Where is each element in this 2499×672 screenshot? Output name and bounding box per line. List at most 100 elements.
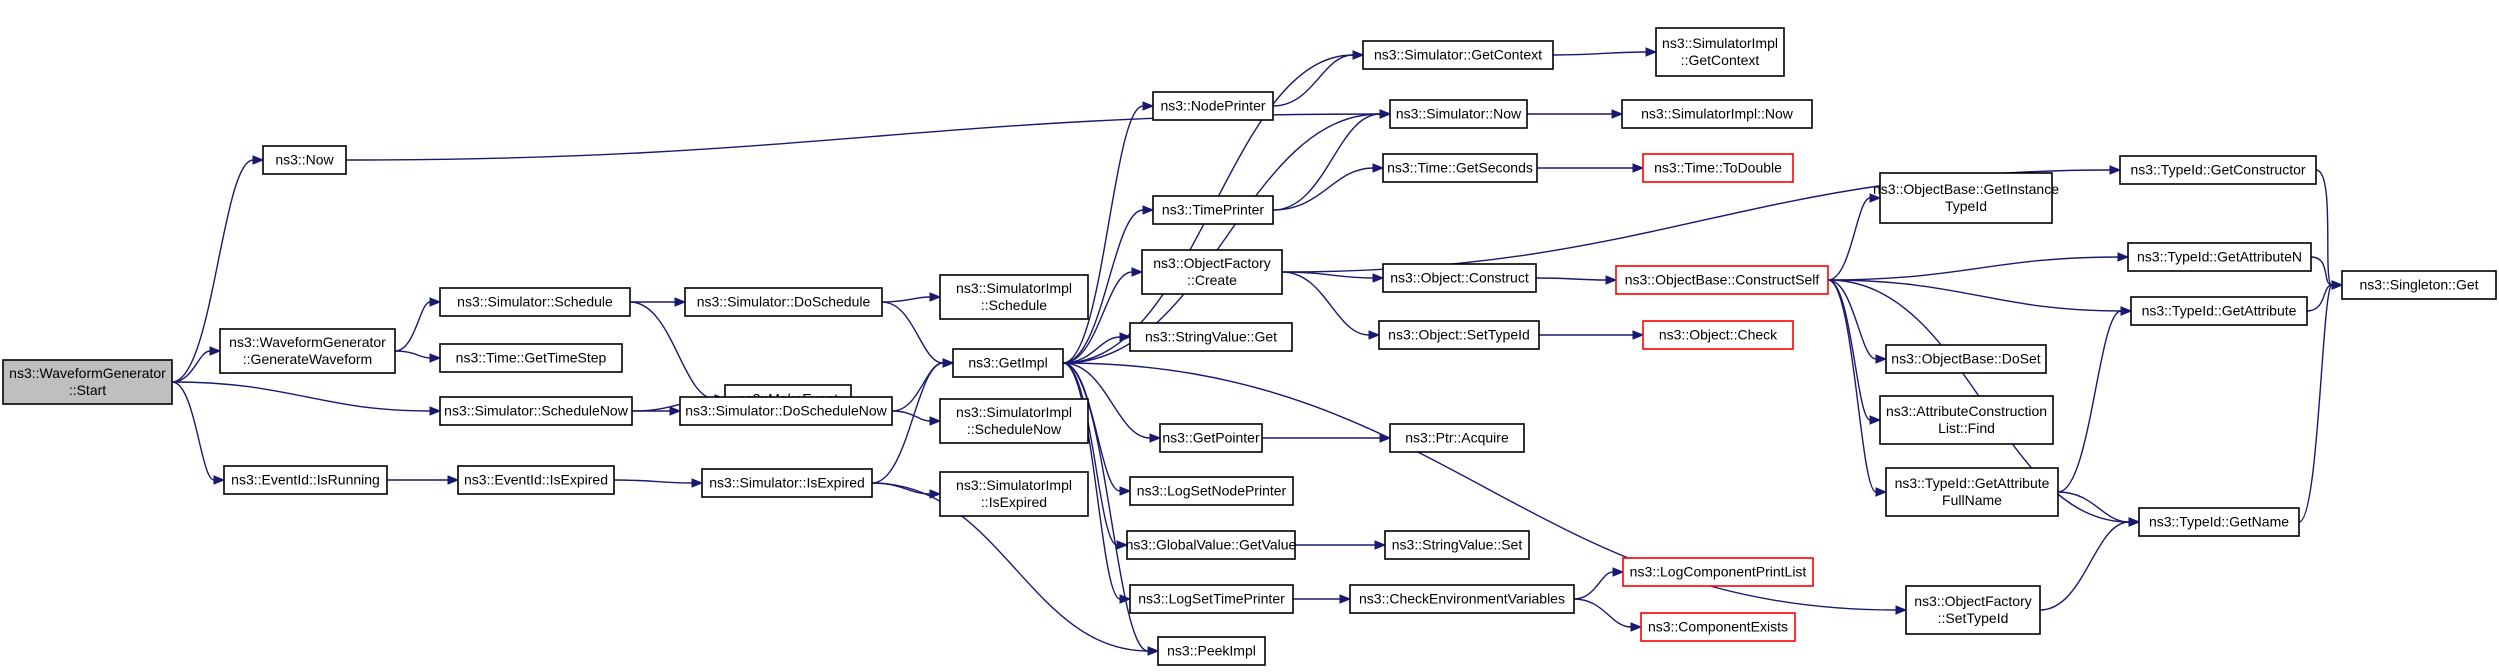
node-nodeprinter[interactable]: ns3::NodePrinter [1152,91,1274,121]
node-logsetnodeprinter[interactable]: ns3::LogSetNodePrinter [1129,476,1294,506]
node-doschednow[interactable]: ns3::Simulator::DoScheduleNow [679,396,893,426]
arrow-head-icon [1372,163,1385,173]
node-now[interactable]: ns3::Now [262,145,347,175]
node-gettimestep[interactable]: ns3::Time::GetTimeStep [439,343,623,373]
node-label: ns3::Simulator::DoScheduleNow [685,403,887,419]
node-label: ns3::TypeId::GetAttribute [1895,475,2050,491]
node-getimpl[interactable]: ns3::GetImpl [952,348,1064,378]
edge-line [1573,598,1632,628]
node-getpointer[interactable]: ns3::GetPointer [1159,423,1263,453]
node-schednow[interactable]: ns3::Simulator::ScheduleNow [439,396,633,426]
node-implnow[interactable]: ns3::SimulatorImpl::Now [1621,99,1813,129]
node-simnow[interactable]: ns3::Simulator::Now [1389,99,1528,129]
call-edge-nodeprinter-to-simgetcontext [1272,50,1365,107]
node-box [684,287,883,317]
node-label: ns3::TypeId::GetName [2149,514,2289,530]
node-box [1141,249,1283,295]
node-isexpiredev[interactable]: ns3::EventId::IsExpired [457,465,615,495]
edge-line [613,479,693,484]
call-edge-getimpl-to-getpointer [1062,362,1162,443]
node-box [1905,585,2041,635]
node-implisexpired[interactable]: ns3::SimulatorImpl::IsExpired [939,471,1089,517]
node-logcompprint[interactable]: ns3::LogComponentPrintList [1622,557,1814,587]
node-implgetcontext[interactable]: ns3::SimulatorImpl::GetContext [1655,27,1785,77]
node-objconstruct[interactable]: ns3::Object::Construct [1382,263,1537,293]
node-getseconds[interactable]: ns3::Time::GetSeconds [1382,153,1538,183]
arrow-head-icon [1895,605,1908,615]
node-start[interactable]: ns3::WaveformGenerator::Start [2,359,173,405]
node-implschednow[interactable]: ns3::SimulatorImpl::ScheduleNow [939,398,1089,444]
edge-line [1272,167,1374,211]
node-simsched[interactable]: ns3::Simulator::Schedule [439,287,631,317]
node-timeprinter[interactable]: ns3::TimePrinter [1152,195,1274,225]
node-box [1642,153,1794,183]
edge-line [1827,197,1871,281]
call-edge-timeprinter-to-simnow [1272,109,1392,211]
node-getattributen[interactable]: ns3::TypeId::GetAttributeN [2127,242,2312,272]
node-objbasedoset[interactable]: ns3::ObjectBase::DoSet [1885,344,2047,374]
node-getconstructor[interactable]: ns3::TypeId::GetConstructor [2119,155,2317,185]
call-edge-simsched-to-dosched [630,297,687,307]
node-objfactsettypeid[interactable]: ns3::ObjectFactory::SetTypeId [1905,585,2041,635]
node-globalvalue[interactable]: ns3::GlobalValue::GetValue [1126,530,1297,560]
node-label: ns3::SimulatorImpl [956,280,1072,296]
node-label: ns3::Simulator::ScheduleNow [444,403,629,419]
node-box [439,287,631,317]
node-label: ns3::LogSetNodePrinter [1137,483,1287,499]
node-dosched[interactable]: ns3::Simulator::DoSchedule [684,287,883,317]
node-label: ns3::EventId::IsExpired [464,472,608,488]
edge-line [1062,209,1144,364]
edge-line [871,482,1149,652]
node-getattribute[interactable]: ns3::TypeId::GetAttribute [2130,296,2308,326]
node-label: ns3::GetPointer [1162,430,1260,446]
node-strvalset[interactable]: ns3::StringValue::Set [1384,530,1530,560]
node-implsched[interactable]: ns3::SimulatorImpl::Schedule [939,274,1089,320]
node-compexists[interactable]: ns3::ComponentExists [1640,612,1796,642]
node-todouble[interactable]: ns3::Time::ToDouble [1642,153,1794,183]
node-label: ns3::TypeId::GetAttribute [2142,303,2297,319]
arrow-head-icon [669,406,682,416]
node-ptracquire[interactable]: ns3::Ptr::Acquire [1389,423,1525,453]
edge-line [1062,362,1149,652]
node-singletonget[interactable]: ns3::Singleton::Get [2341,270,2497,300]
arrow-head-icon [1142,205,1155,215]
arrow-head-icon [929,292,942,302]
node-simisexpired[interactable]: ns3::Simulator::IsExpired [701,468,873,498]
arrow-head-icon [1869,193,1882,203]
node-label: ns3::ObjectBase::GetInstance [1873,181,2059,197]
node-label: ns3::WaveformGenerator [229,334,386,350]
call-edge-getimpl-to-nodeprinter [1062,101,1155,364]
arrow-head-icon [209,346,222,356]
node-checkenv[interactable]: ns3::CheckEnvironmentVariables [1349,584,1575,614]
arrow-head-icon [2117,252,2130,262]
call-edge-getconstructor-to-singletonget [2315,169,2344,290]
node-box [2138,507,2300,537]
node-constructself[interactable]: ns3::ObjectBase::ConstructSelf [1615,265,1829,295]
node-peekimpl[interactable]: ns3::PeekImpl [1157,636,1266,666]
node-objcheck[interactable]: ns3::Object::Check [1642,320,1794,350]
node-label: FullName [1942,492,2002,508]
node-box [219,328,396,374]
node-box [1157,636,1266,666]
node-genwave[interactable]: ns3::WaveformGenerator::GenerateWaveform [219,328,396,374]
call-edge-getpointer-to-ptracquire [1261,433,1392,443]
arrow-head-icon [1131,267,1144,277]
node-strvalget[interactable]: ns3::StringValue::Get [1129,322,1293,352]
node-label: ::Start [69,382,106,398]
node-label: ns3::AttributeConstruction [1886,403,2047,419]
call-edge-simnow-to-implnow [1527,109,1624,119]
edge-line [2298,284,2333,523]
node-logsettimeprinter[interactable]: ns3::LogSetTimePrinter [1129,584,1294,614]
node-objfactcreate[interactable]: ns3::ObjectFactory::Create [1141,249,1283,295]
edge-line [1535,277,1607,281]
node-label: ::Create [1187,272,1237,288]
node-getname[interactable]: ns3::TypeId::GetName [2138,507,2300,537]
node-simgetcontext[interactable]: ns3::Simulator::GetContext [1362,40,1554,70]
node-box [939,274,1089,320]
node-objsettypeid[interactable]: ns3::Object::SetTypeId [1378,320,1540,350]
node-isrunning[interactable]: ns3::EventId::IsRunning [223,465,388,495]
